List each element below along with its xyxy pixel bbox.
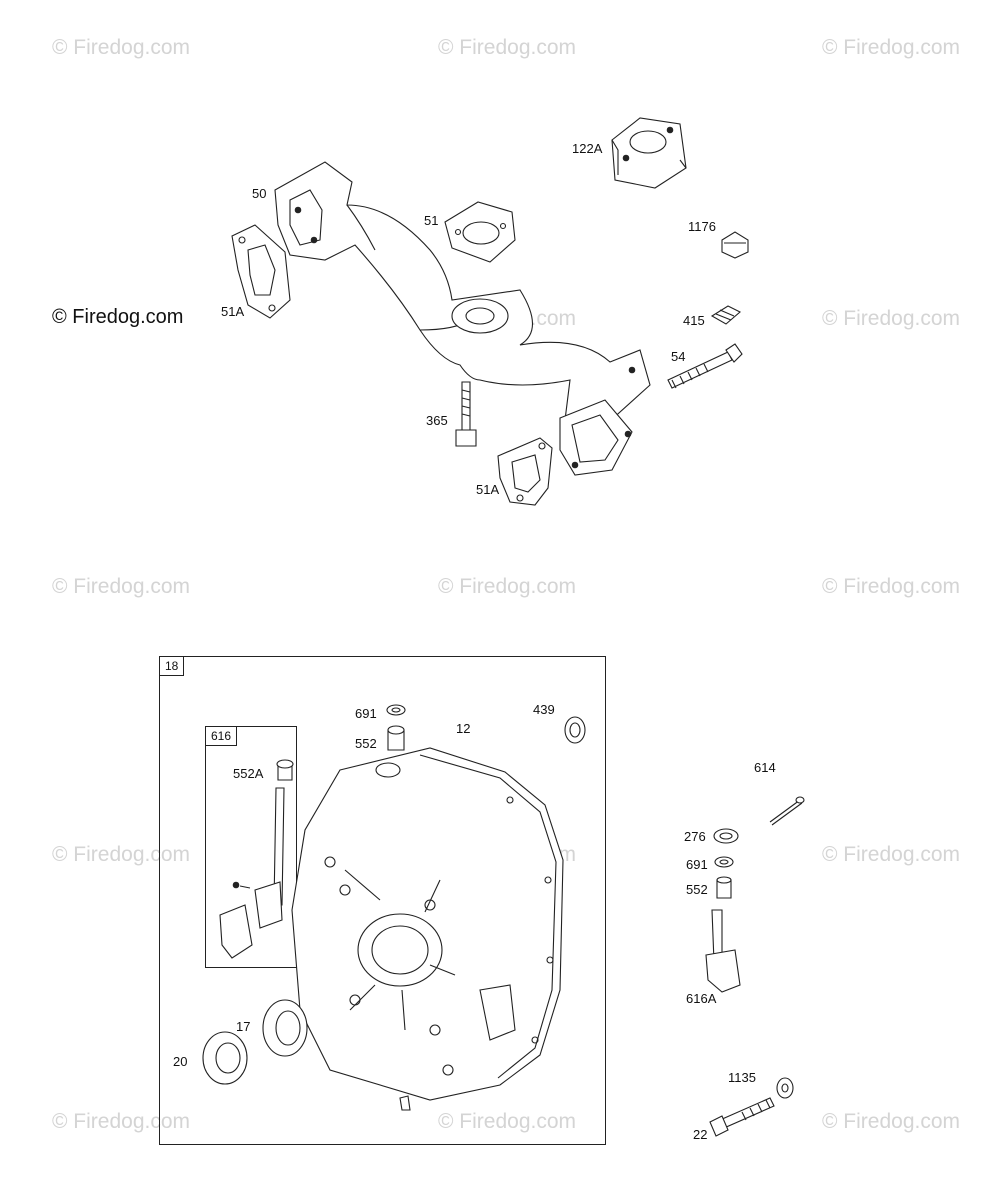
watermark: © Firedog.com (52, 1110, 191, 1133)
inset-box-18 (159, 656, 606, 1145)
bolt-54 (667, 343, 743, 389)
washer-691-right (714, 856, 734, 868)
governor-shaft-616 (219, 787, 285, 959)
label-51: 51 (424, 213, 439, 228)
cotter-pin-614 (769, 796, 805, 826)
label-552-right: 552 (686, 882, 708, 897)
label-22: 22 (693, 1127, 708, 1142)
bushing-552-right (716, 876, 732, 899)
label-122A: 122A (572, 141, 603, 156)
label-1176: 1176 (688, 219, 716, 234)
bolt-22 (709, 1097, 775, 1137)
inset-box-616 (205, 726, 297, 968)
watermark: © Firedog.com (438, 575, 577, 598)
exhaust-manifold-50 (274, 161, 651, 476)
watermark-prominent: © Firedog.com (52, 306, 184, 328)
label-691-inset: 691 (355, 706, 377, 721)
label-552A: 552A (233, 766, 264, 781)
watermark: © Firedog.com (52, 575, 191, 598)
inset-tag-18: 18 (159, 656, 185, 676)
watermark: © Firedog.com (52, 843, 191, 866)
bearing-20 (202, 1031, 248, 1085)
label-614: 614 (754, 760, 776, 775)
spacer-122A (611, 117, 687, 189)
label-20: 20 (173, 1054, 188, 1069)
label-552-inset: 552 (355, 736, 377, 751)
gasket-51A-bottom (497, 437, 553, 506)
gasket-51 (444, 201, 516, 263)
watermark: © Firedog.com (822, 307, 961, 330)
governor-shaft-616A (705, 909, 741, 993)
bushing-552-inset (387, 725, 405, 751)
washer-691-inset (386, 704, 406, 716)
label-12: 12 (456, 721, 471, 736)
label-439: 439 (533, 702, 555, 717)
label-54: 54 (671, 349, 686, 364)
label-415: 415 (683, 313, 705, 328)
label-51A-bottom: 51A (476, 482, 500, 497)
label-1135: 1135 (728, 1070, 756, 1085)
crankcase-cover-12 (291, 747, 564, 1111)
watermark: © Firedog.com (822, 1110, 961, 1133)
watermark: © Firedog.com (52, 36, 191, 59)
washer-439 (564, 716, 586, 744)
washer-1135 (776, 1077, 794, 1099)
bushing-552A (276, 759, 294, 781)
nut-1176 (721, 231, 749, 259)
inset-tag-616: 616 (205, 726, 238, 746)
watermark: © Firedog.com (438, 1110, 577, 1133)
watermark: © Firedog.com (822, 36, 961, 59)
oil-seal-17 (262, 999, 308, 1057)
plug-415 (710, 305, 741, 325)
label-51A-left: 51A (221, 304, 245, 319)
watermark: © Firedog.com (822, 843, 961, 866)
label-691-right: 691 (686, 857, 708, 872)
gasket-51A-left (231, 224, 291, 319)
label-17: 17 (236, 1019, 251, 1034)
seal-276 (713, 828, 739, 844)
label-365: 365 (426, 413, 448, 428)
label-616A: 616A (686, 991, 717, 1006)
label-276: 276 (684, 829, 706, 844)
watermark: © Firedog.com (822, 575, 961, 598)
watermark: © Firedog.com (438, 36, 577, 59)
stud-365 (455, 381, 477, 447)
label-50: 50 (252, 186, 267, 201)
